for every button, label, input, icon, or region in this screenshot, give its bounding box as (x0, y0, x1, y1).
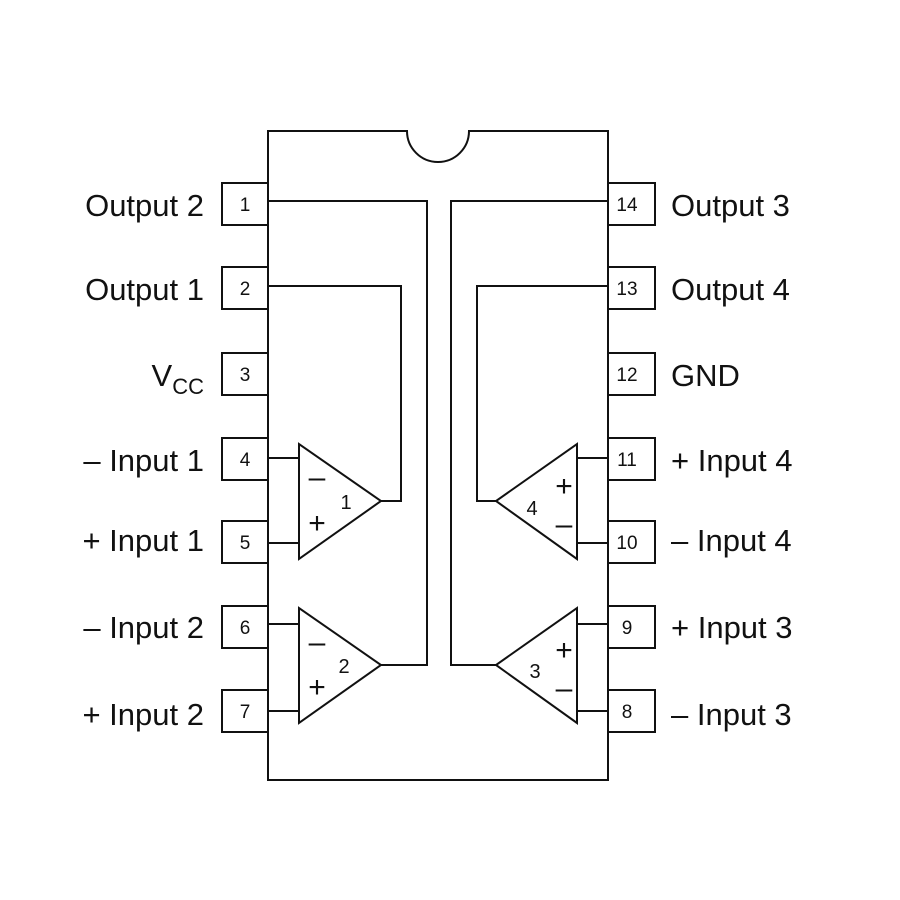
op-amp-4-number: 4 (526, 498, 537, 520)
pin-label-14: Output 3 (671, 188, 790, 223)
left-pin-labels: Output 2 Output 1 VCC – Input 1 + Input … (82, 188, 204, 732)
pin-label-5: + Input 1 (82, 523, 204, 558)
pin-9-box (607, 605, 656, 649)
pin-number-1: 1 (240, 195, 251, 216)
op-amp-3-noninverting-sign: + (555, 634, 573, 667)
pin-number-9: 9 (622, 618, 633, 639)
pin-number-6: 6 (240, 618, 251, 639)
op-amp-2: – + 2 (298, 606, 383, 725)
vcc-subscript: CC (172, 374, 204, 399)
pin-number-10: 10 (616, 533, 637, 554)
pin-number-5: 5 (240, 533, 251, 554)
pin-number-3: 3 (240, 365, 251, 386)
pin-14-box (607, 182, 656, 226)
pin-2-box (221, 266, 269, 310)
pin-number-11: 11 (617, 450, 637, 471)
wire-output-1 (268, 285, 402, 502)
ic-package-outline (267, 130, 609, 781)
op-amp-3-triangle (494, 606, 578, 725)
op-amp-3-number: 3 (529, 661, 540, 683)
pin-number-2: 2 (240, 279, 251, 300)
pin-label-1: Output 2 (85, 188, 204, 223)
pin-label-3: VCC (152, 358, 205, 399)
pin-label-9: + Input 3 (671, 610, 793, 645)
pin-label-13: Output 4 (671, 272, 790, 307)
pin-label-12: GND (671, 358, 740, 393)
internal-wiring (268, 200, 608, 712)
wire-output-2 (268, 200, 428, 666)
op-amp-1-inverting-sign: – (309, 461, 326, 494)
pin-numbers: 1 2 3 4 5 6 7 14 13 12 11 10 9 8 (240, 195, 638, 723)
pin-label-6: – Input 2 (83, 610, 204, 645)
op-amp-1-number: 1 (340, 492, 351, 514)
pin-label-2: Output 1 (85, 272, 204, 307)
wire-output-3 (450, 200, 608, 666)
pin-10-box (607, 520, 656, 564)
pin-13-box (607, 266, 656, 310)
op-amp-4-noninverting-sign: + (555, 470, 573, 503)
pin-label-7: + Input 2 (82, 697, 204, 732)
op-amp-2-noninverting-sign: + (308, 671, 326, 704)
pin-number-14: 14 (616, 195, 638, 216)
pin-label-10: – Input 4 (671, 523, 792, 558)
pin-6-box (221, 605, 269, 649)
pin-label-4: – Input 1 (83, 443, 204, 478)
pin-1-box (221, 182, 269, 226)
pin-12-box (607, 352, 656, 396)
op-amp-4-triangle (494, 442, 578, 561)
op-amp-1-noninverting-sign: + (308, 507, 326, 540)
pin-label-11: + Input 4 (671, 443, 793, 478)
pin-number-12: 12 (616, 365, 637, 386)
pin-3-box (221, 352, 269, 396)
op-amp-3: + – 3 (494, 606, 578, 725)
vcc-main: V (152, 358, 173, 393)
op-amp-2-triangle (298, 606, 383, 725)
op-amp-4-inverting-sign: – (556, 508, 573, 541)
pin-8-box (607, 689, 656, 733)
left-pins (221, 182, 269, 733)
right-pin-labels: Output 3 Output 4 GND + Input 4 – Input … (671, 188, 793, 732)
pin-label-8: – Input 3 (671, 697, 792, 732)
pin-number-7: 7 (240, 702, 251, 723)
op-amp-4: + – 4 (494, 442, 578, 561)
op-amp-3-inverting-sign: – (556, 672, 573, 705)
pin-number-13: 13 (616, 279, 637, 300)
op-amp-2-inverting-sign: – (309, 626, 326, 659)
op-amp-1-triangle (298, 442, 383, 561)
pin-number-8: 8 (622, 702, 633, 723)
pin-number-4: 4 (240, 450, 251, 471)
right-pins (607, 182, 656, 733)
wire-output-4 (476, 285, 608, 502)
op-amp-2-number: 2 (338, 656, 349, 678)
op-amp-1: – + 1 (298, 442, 383, 561)
